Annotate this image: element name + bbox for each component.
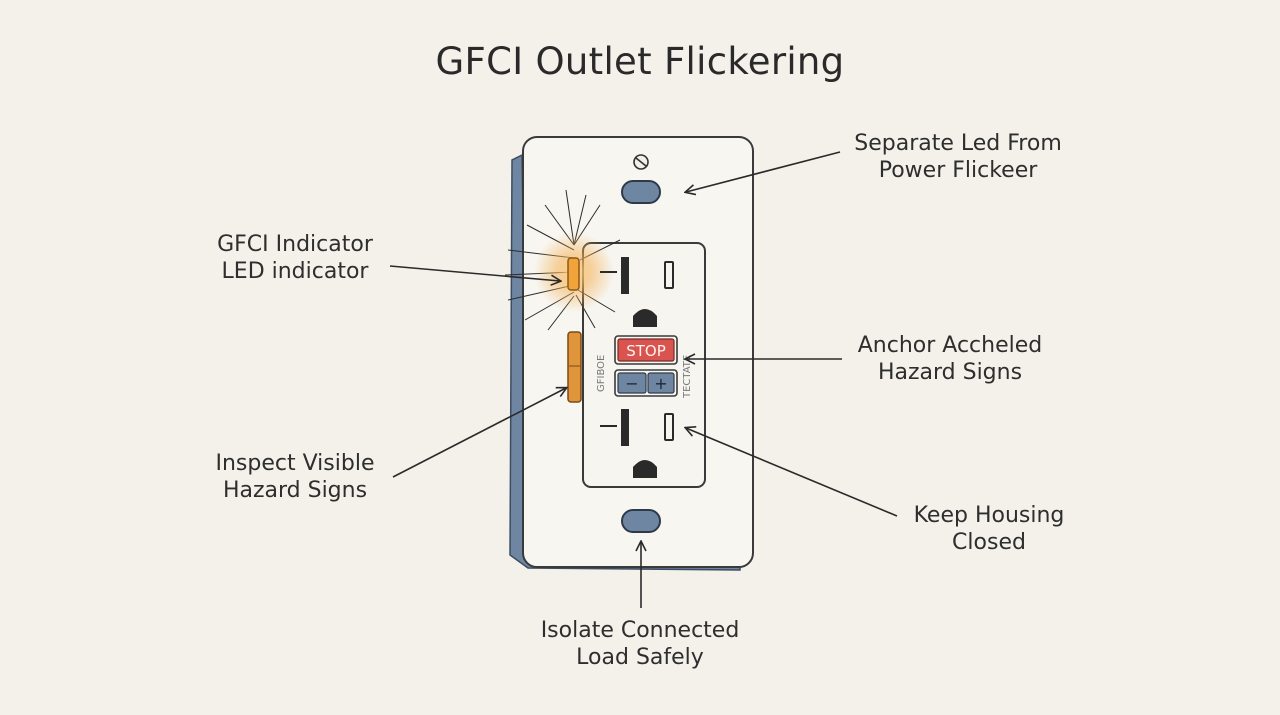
side-text-left: GFIBOE: [596, 355, 607, 392]
bottom-mounting-slot: [621, 509, 661, 533]
upper-outlet-face: [600, 257, 674, 327]
side-indicator-strip: [567, 331, 582, 403]
arrow-left-top: [389, 265, 560, 281]
top-mounting-slot: [621, 180, 661, 204]
stop-button[interactable]: STOP: [614, 335, 678, 365]
label-top-right: Separate Led From Power Flickeer: [854, 131, 1062, 183]
label-bottom: Isolate Connected Load Safely: [540, 618, 740, 670]
arrow-right-bottom: [686, 428, 898, 517]
label-left-bottom: Inspect Visible Hazard Signs: [215, 451, 375, 503]
test-reset-buttons[interactable]: − +: [614, 369, 678, 397]
arrow-left-bottom: [392, 388, 566, 478]
plus-button-label: +: [654, 374, 667, 393]
callout-arrows: [389, 151, 898, 608]
lower-outlet-face: [600, 409, 674, 478]
minus-button-label: −: [625, 374, 638, 393]
top-screw-icon: [633, 154, 649, 170]
stop-button-label: STOP: [626, 342, 666, 360]
arrow-top-right: [686, 151, 841, 192]
side-text-right: TECTATE: [682, 355, 693, 399]
label-left-top: GFCI Indicator LED indicator: [217, 232, 373, 284]
diagram-title: GFCI Outlet Flickering: [435, 40, 845, 83]
label-right-bottom: Keep Housing Closed: [913, 503, 1065, 555]
label-right-middle: Anchor Accheled Hazard Signs: [857, 333, 1043, 385]
indicator-led: [567, 257, 580, 291]
